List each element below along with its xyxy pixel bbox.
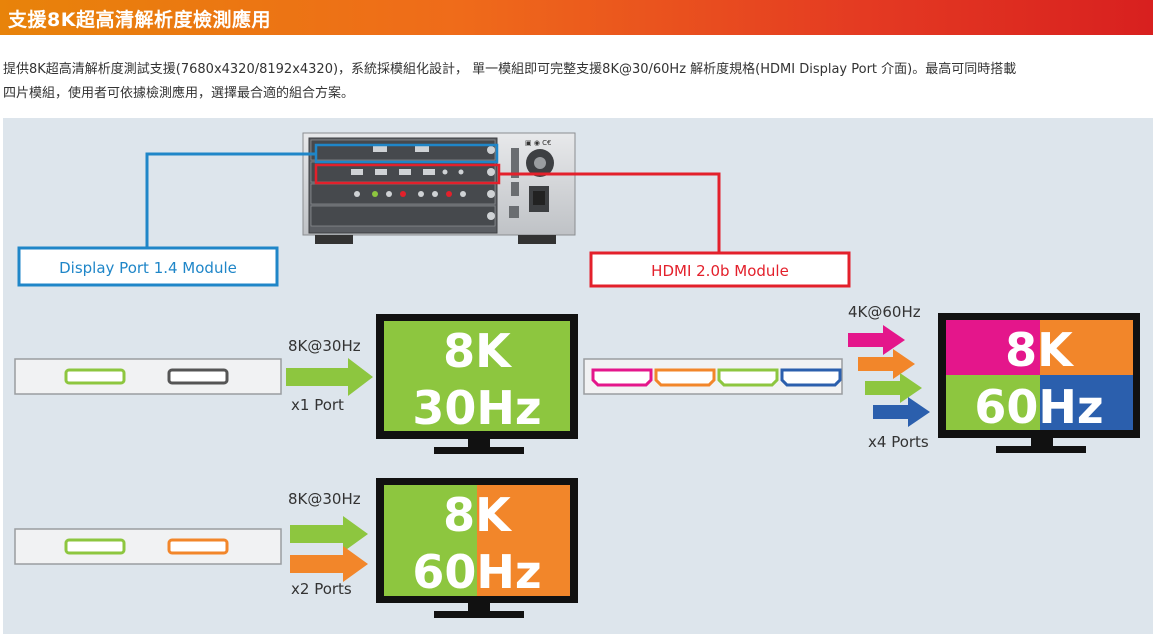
generator-chassis: ▣ ◉ C€ xyxy=(302,132,576,244)
dp-port-green xyxy=(64,538,126,555)
dp-port-gray xyxy=(167,368,229,385)
green-arrow xyxy=(290,516,368,552)
row2-rate-label: 8K@30Hz xyxy=(288,490,361,508)
dp-module-connector: Display Port 1.4 Module xyxy=(17,143,499,287)
description: 提供8K超高清解析度測試支援(7680x4320/8192x4320)，系統採模… xyxy=(3,58,1151,106)
magenta-arrow xyxy=(848,325,905,355)
dp-port-orange xyxy=(167,538,229,555)
row1-ports-label: x1 Port xyxy=(291,396,344,414)
diagram-area: ▣ ◉ C€ Display Port 1.4 Module HDMI 2.0b… xyxy=(3,118,1153,634)
hdmi-port-magenta xyxy=(591,368,653,387)
section-banner: 支援8K超高清解析度檢測應用 xyxy=(0,0,1153,35)
hdmi-module-label: HDMI 2.0b Module xyxy=(651,262,789,280)
section-title: 支援8K超高清解析度檢測應用 xyxy=(8,9,271,31)
blue-arrow xyxy=(873,397,930,427)
svg-text:▣ ◉ C€: ▣ ◉ C€ xyxy=(525,139,552,147)
8k-module-diagram: ▣ ◉ C€ Display Port 1.4 Module HDMI 2.0b… xyxy=(14,132,1140,618)
dp-port-green xyxy=(64,368,126,385)
hdmi-port-blue xyxy=(780,368,842,387)
dp-module-label: Display Port 1.4 Module xyxy=(59,259,237,277)
dp-single-port-row: 8K@30Hz x1 Port 8K 30Hz xyxy=(14,314,578,454)
dp-dual-port-row: 8K@30Hz x2 Ports 8K 60Hz xyxy=(14,478,578,618)
hdmi-screen-refresh: 60Hz xyxy=(974,380,1103,434)
row2-screen-resolution: 8K xyxy=(443,488,513,542)
hdmi-quad-port-row: 4K@60Hz x4 Ports 8K 60Hz xyxy=(583,303,1140,453)
row2-ports-label: x2 Ports xyxy=(291,580,352,598)
hdmi-rate-label: 4K@60Hz xyxy=(848,303,921,321)
orange-arrow xyxy=(858,349,915,379)
hdmi-screen-resolution: 8K xyxy=(1005,323,1075,377)
row2-screen-refresh: 60Hz xyxy=(412,545,541,599)
hdmi-module-connector: HDMI 2.0b Module xyxy=(314,163,851,288)
description-line-2: 四片模組，使用者可依據檢測應用，選擇最合適的組合方案。 xyxy=(3,86,355,101)
row1-screen-refresh: 30Hz xyxy=(412,381,541,435)
hdmi-port-green xyxy=(717,368,779,387)
row1-screen-resolution: 8K xyxy=(443,324,513,378)
hdmi-ports-label: x4 Ports xyxy=(868,433,929,451)
green-arrow xyxy=(286,358,373,396)
green-arrow xyxy=(865,373,922,403)
description-line-1: 提供8K超高清解析度測試支援(7680x4320/8192x4320)，系統採模… xyxy=(3,62,1017,77)
orange-arrow xyxy=(290,546,368,582)
row1-rate-label: 8K@30Hz xyxy=(288,337,361,355)
hdmi-port-orange xyxy=(654,368,716,387)
